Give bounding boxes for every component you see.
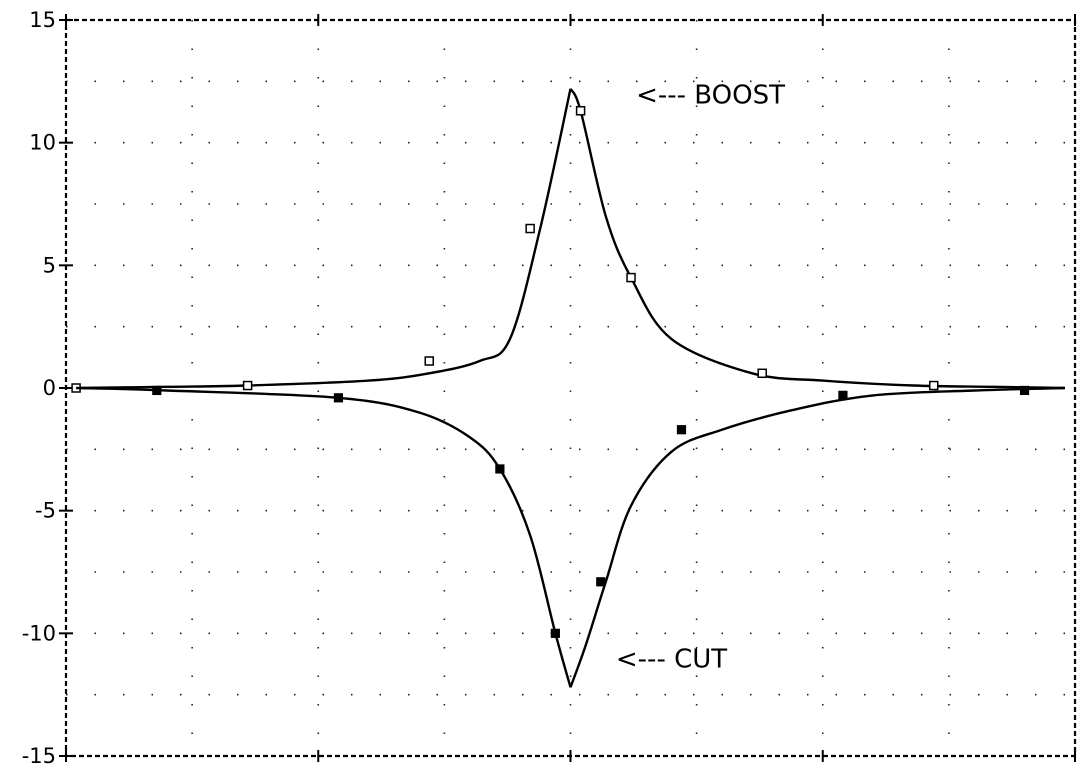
series-1-marker-2 — [495, 464, 505, 474]
series-0-marker-2 — [424, 356, 434, 366]
series-0 — [71, 88, 1065, 393]
series-0-marker-5 — [626, 272, 636, 283]
series-group — [71, 88, 1065, 688]
grid — [66, 20, 1075, 756]
y-tick-label-6: -15 — [22, 744, 56, 768]
series-1-marker-0 — [152, 385, 162, 396]
series-0-line-left — [76, 88, 572, 390]
series-0-marker-6 — [757, 368, 767, 379]
series-1-marker-4 — [596, 577, 606, 587]
plot-frame — [64, 18, 1077, 758]
series-0-marker-1 — [242, 380, 253, 391]
series-1-marker-5 — [676, 425, 687, 435]
y-tick-label-5: -10 — [22, 621, 56, 645]
series-0-line-right — [569, 88, 1065, 390]
series-1-marker-1 — [333, 393, 344, 403]
series-1-marker-7 — [1019, 385, 1030, 396]
y-tick-label-1: 10 — [29, 131, 56, 155]
series-1-marker-3 — [550, 628, 560, 638]
y-tick-label-4: -5 — [35, 499, 56, 523]
axis-ticks — [59, 14, 1076, 762]
annotation-1: <--- CUT — [616, 645, 727, 675]
series-1-marker-6 — [838, 390, 848, 400]
series-1-line-right — [569, 386, 1065, 688]
series-0-marker-7 — [928, 380, 939, 391]
y-tick-label-3: 0 — [43, 376, 56, 400]
y-tick-label-0: 15 — [29, 8, 56, 32]
series-0-marker-4 — [575, 106, 586, 116]
series-1 — [76, 385, 1065, 688]
series-0-marker-3 — [525, 223, 535, 234]
annotations: <--- BOOST <--- CUT — [616, 80, 785, 674]
y-axis-tick-labels: 15 10 5 0 -5 -10 -15 — [22, 8, 56, 768]
series-1-line-left — [76, 386, 572, 688]
annotation-0: <--- BOOST — [636, 80, 785, 110]
y-tick-label-2: 5 — [43, 253, 56, 277]
